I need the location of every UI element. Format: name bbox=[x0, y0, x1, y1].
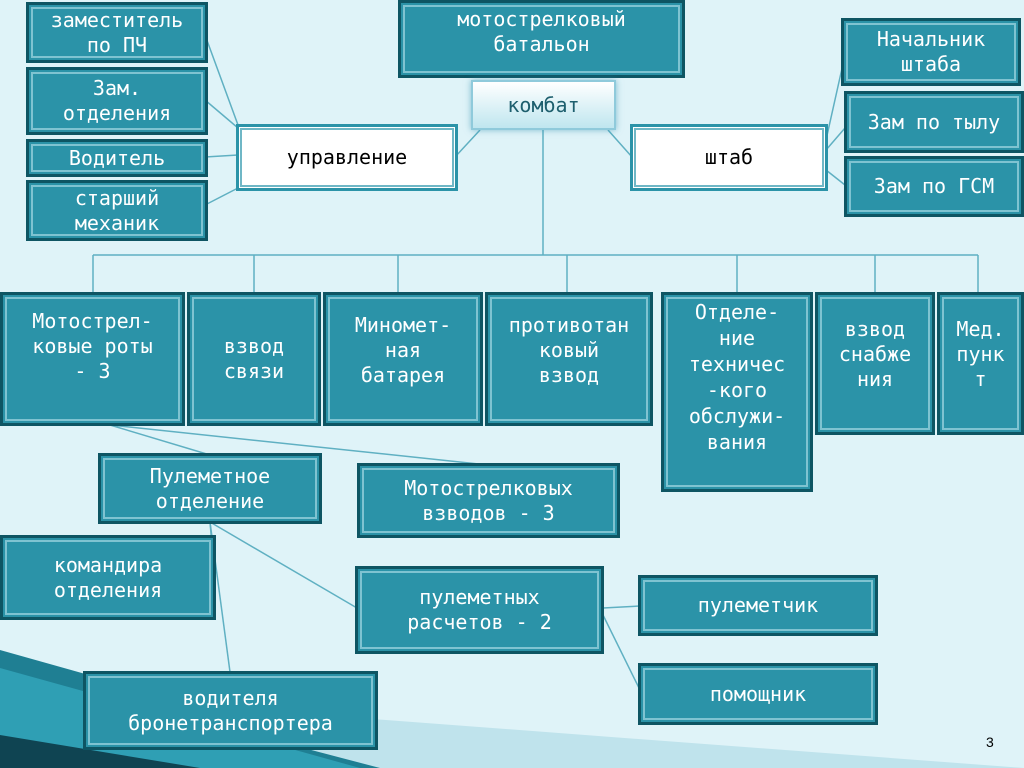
node-motor-rifle-platoons[interactable]: Мотострелковых взводов - 3 bbox=[357, 463, 620, 538]
node-senior-mechanic[interactable]: старший механик bbox=[26, 180, 208, 241]
node-upravlenie[interactable]: управление bbox=[236, 124, 458, 191]
edge-mechanic-upravlenie bbox=[204, 187, 239, 206]
node-chief-of-staff[interactable]: Начальник штаба bbox=[841, 18, 1021, 86]
edge-driver-upravlenie bbox=[204, 154, 239, 158]
node-mg-section[interactable]: Пулеметное отделение bbox=[98, 453, 322, 524]
edge-kombat-shtab bbox=[607, 129, 633, 158]
node-signal-platoon[interactable]: взвод связи bbox=[187, 292, 321, 426]
node-section-commanders[interactable]: командира отделения bbox=[0, 535, 216, 620]
node-medical-point[interactable]: Мед. пунк т bbox=[937, 292, 1024, 435]
node-assistant[interactable]: помощник bbox=[638, 663, 878, 725]
edge-companies-platoons bbox=[109, 424, 489, 466]
node-deputy-gsm[interactable]: Зам по ГСМ bbox=[844, 156, 1024, 217]
node-kombat[interactable]: комбат bbox=[471, 80, 616, 130]
edge-crews-assistant bbox=[602, 614, 641, 691]
edge-deputy-dept-upravlenie bbox=[204, 99, 239, 129]
node-mortar-battery[interactable]: Миномет- ная батарея bbox=[323, 292, 483, 426]
node-antitank-platoon[interactable]: противотан ковый взвод bbox=[485, 292, 653, 426]
edge-mg-section-crews bbox=[209, 521, 358, 609]
edge-shtab-rear bbox=[825, 127, 846, 151]
node-apc-drivers[interactable]: водителя бронетранспортера bbox=[83, 671, 378, 750]
edge-shtab-gsm bbox=[825, 169, 846, 186]
node-battalion[interactable]: мотострелковый батальон bbox=[398, 0, 685, 78]
node-deputy-pch[interactable]: заместитель по ПЧ bbox=[26, 2, 208, 63]
node-motor-rifle-companies[interactable]: Мотострел- ковые роты - 3 bbox=[0, 292, 185, 426]
node-maintenance-section[interactable]: Отделе- ние техничес -кого обслужи- вани… bbox=[661, 292, 813, 492]
corner-stripe-deep bbox=[0, 735, 200, 768]
node-machine-gunner[interactable]: пулеметчик bbox=[638, 575, 878, 636]
page-number: 3 bbox=[986, 734, 994, 750]
edge-crews-gunner bbox=[602, 605, 641, 609]
node-shtab[interactable]: штаб bbox=[630, 124, 828, 191]
edge-upravlenie-kombat bbox=[454, 129, 481, 158]
edge-deputy-pch-upravlenie bbox=[204, 34, 239, 126]
node-supply-platoon[interactable]: взвод снабже ния bbox=[815, 292, 935, 435]
node-deputy-rear[interactable]: Зам по тылу bbox=[844, 91, 1024, 153]
node-mg-crews[interactable]: пулеметных расчетов - 2 bbox=[355, 566, 604, 654]
node-driver[interactable]: Водитель bbox=[26, 139, 208, 177]
edge-companies-mg-section bbox=[109, 424, 211, 456]
node-deputy-dept[interactable]: Зам. отделения bbox=[26, 67, 208, 135]
